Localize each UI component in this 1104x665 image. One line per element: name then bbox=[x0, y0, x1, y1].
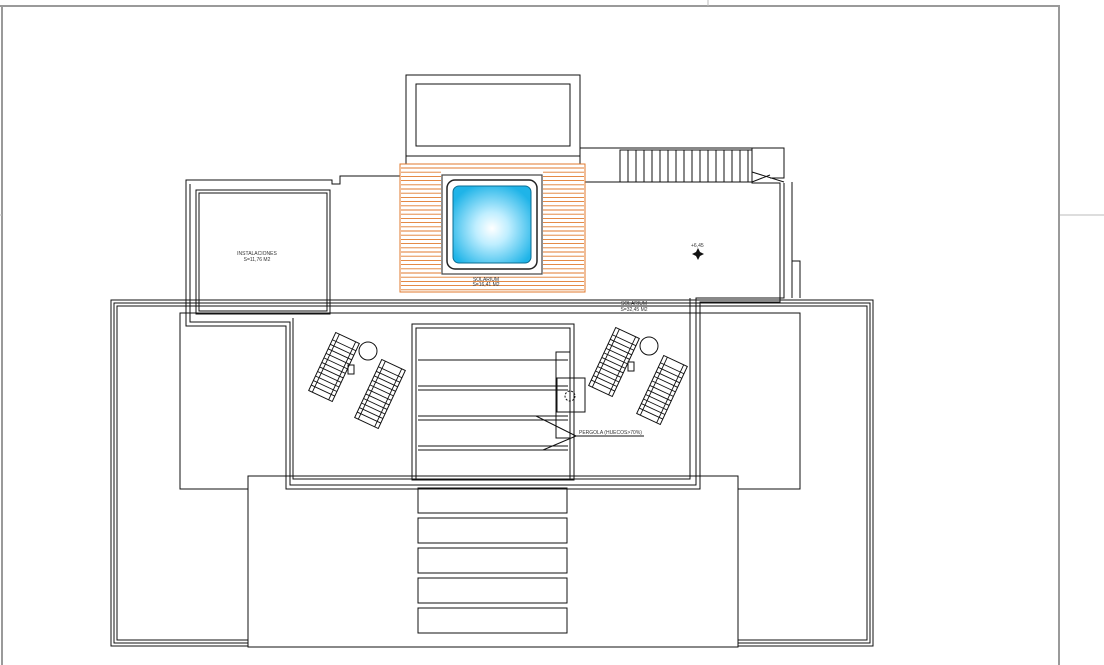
sun-loungers-left bbox=[308, 331, 406, 430]
solarium-right-area: S=32,45 M2 bbox=[620, 307, 647, 313]
level-marker: +6,45 bbox=[691, 243, 704, 260]
lounger-rail bbox=[374, 368, 403, 427]
top-stairs bbox=[619, 149, 785, 183]
central-stairwell bbox=[411, 323, 575, 481]
installations-area: S=11,76 M2 bbox=[244, 257, 271, 263]
lower-terrace-outline bbox=[110, 299, 874, 647]
lounger-rail bbox=[311, 334, 340, 393]
level-mark-label: +6,45 bbox=[691, 243, 704, 249]
solarium-pool-name: SOLARIUM bbox=[473, 277, 499, 283]
lounger-rail bbox=[656, 364, 685, 423]
upper-volume bbox=[405, 74, 581, 157]
sun-loungers-right bbox=[588, 326, 688, 426]
pergola-element bbox=[535, 351, 644, 451]
solarium-right-name: SOLARIUM bbox=[621, 301, 647, 307]
lounger-rail bbox=[591, 329, 620, 388]
solarium-pool-area: S=16,41 M2 bbox=[472, 282, 499, 288]
installations-name: INSTALACIONES bbox=[237, 251, 277, 257]
room-labels: INSTALACIONES S=11,76 M2 SOLARIUM S=16,4… bbox=[237, 251, 648, 436]
lounger-rail bbox=[608, 336, 637, 395]
entrance-stairs-block bbox=[247, 475, 739, 648]
plunge-pool bbox=[441, 174, 543, 275]
installations-room bbox=[195, 189, 331, 315]
pergola-note: PERGOLA (HUECOS>70%) bbox=[579, 430, 642, 436]
lounger-rail bbox=[328, 341, 357, 400]
lounger-rail bbox=[357, 361, 386, 420]
lounger-rail bbox=[639, 357, 668, 416]
